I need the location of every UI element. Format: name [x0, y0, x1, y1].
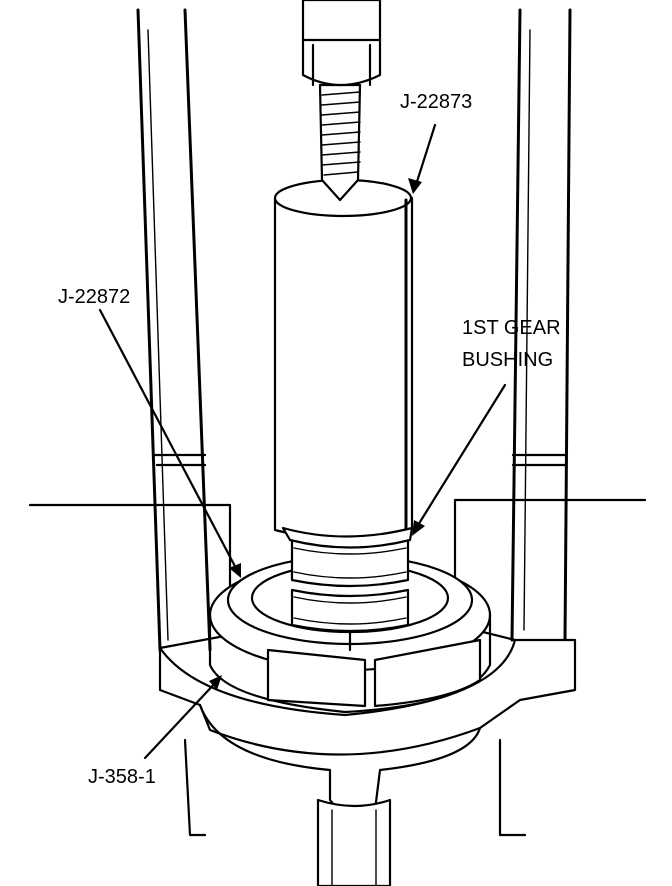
bench-surface — [28, 498, 647, 837]
right-press-rod — [510, 8, 572, 642]
installer-cylinder — [273, 178, 414, 549]
bushing-label-line1: 1ST GEAR — [462, 317, 561, 339]
base-holder — [158, 638, 577, 886]
base-label: J-358-1 — [88, 766, 156, 788]
installer-label: J-22872 — [58, 286, 131, 308]
left-press-rod — [136, 8, 212, 652]
leader-lines — [98, 123, 507, 760]
press-screw — [301, 0, 382, 202]
bushing-label-line2: BUSHING — [462, 349, 554, 371]
remover-label: J-22873 — [400, 91, 473, 113]
gear-bushing-stack — [290, 538, 410, 633]
